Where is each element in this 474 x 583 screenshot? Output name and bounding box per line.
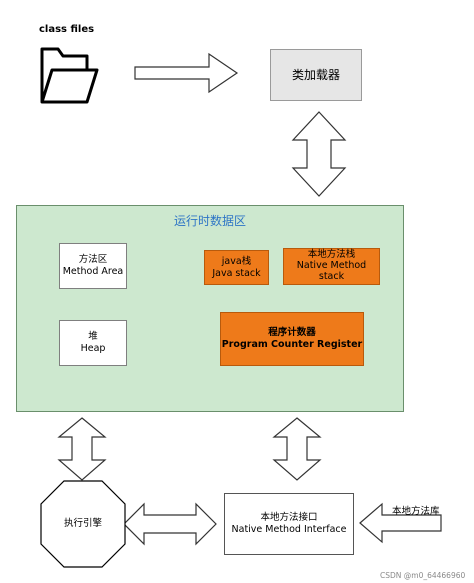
heap-box: 堆 Heap — [59, 320, 127, 366]
pc-register-label-en: Program Counter Register — [221, 339, 363, 350]
folder-icon — [40, 47, 99, 104]
native-method-stack-box: 本地方法栈 Native Method stack — [283, 248, 380, 285]
java-stack-box: java栈 Java stack — [204, 250, 269, 285]
pc-register-label-cn: 程序计数器 — [268, 327, 316, 339]
method-area-label-cn: 方法区 — [78, 254, 108, 266]
method-area-box: 方法区 Method Area — [59, 243, 127, 289]
classloader-label: 类加载器 — [291, 67, 340, 82]
left-arrow-from-native-library — [359, 502, 442, 544]
double-arrow-engine-interface — [123, 502, 217, 546]
class-files-label: class files — [39, 24, 95, 35]
watermark: CSDN @m0_64466960 — [380, 571, 466, 580]
native-interface-label-en: Native Method Interface — [231, 524, 347, 535]
runtime-data-area — [16, 205, 404, 412]
execution-engine-octagon — [40, 480, 126, 568]
native-method-interface-box: 本地方法接口 Native Method Interface — [224, 493, 354, 555]
native-stack-label-en: Native Method — [296, 260, 367, 272]
heap-label-en: Heap — [80, 343, 106, 354]
native-stack-label-en-2: stack — [318, 270, 345, 282]
runtime-data-area-title: 运行时数据区 — [173, 214, 246, 228]
java-stack-label-cn: java栈 — [221, 255, 252, 267]
right-arrow-to-classloader — [134, 52, 239, 94]
double-arrow-runtime-engine — [57, 417, 107, 481]
double-arrow-runtime-interface — [272, 417, 322, 481]
execution-engine-label-wrap: 执行引擎 — [41, 481, 125, 567]
native-interface-label-cn: 本地方法接口 — [260, 512, 318, 524]
native-stack-label-cn: 本地方法栈 — [307, 249, 356, 261]
execution-engine-label: 执行引擎 — [63, 518, 102, 530]
classloader-box: 类加载器 — [270, 49, 362, 101]
heap-label-cn: 堆 — [88, 331, 98, 343]
method-area-label-en: Method Area — [62, 266, 124, 277]
program-counter-register-box: 程序计数器 Program Counter Register — [220, 312, 364, 366]
native-library-label: 本地方法库 — [392, 506, 440, 517]
double-arrow-classloader-runtime — [291, 111, 347, 197]
java-stack-label-en: Java stack — [212, 267, 261, 279]
